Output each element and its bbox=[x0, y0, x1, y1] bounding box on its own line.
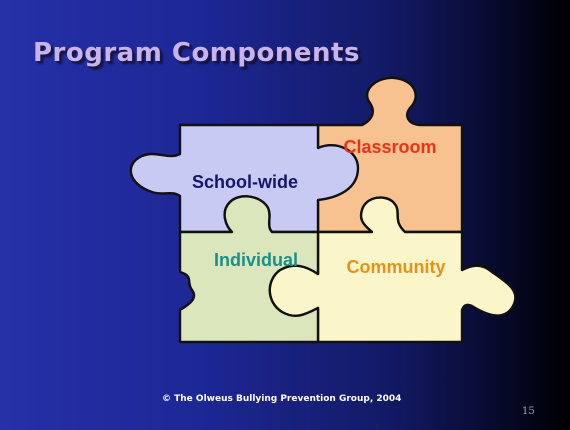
slide-title: Program Components bbox=[33, 38, 360, 68]
community-label: Community bbox=[347, 257, 446, 277]
individual-label: Individual bbox=[214, 250, 298, 270]
slide-number: 15 bbox=[522, 406, 535, 417]
puzzle-piece-individual bbox=[178, 195, 320, 344]
classroom-label: Classroom bbox=[343, 137, 436, 157]
school-wide-label: School-wide bbox=[192, 172, 298, 192]
copyright-footer: © The Olweus Bullying Prevention Group, … bbox=[162, 394, 402, 404]
